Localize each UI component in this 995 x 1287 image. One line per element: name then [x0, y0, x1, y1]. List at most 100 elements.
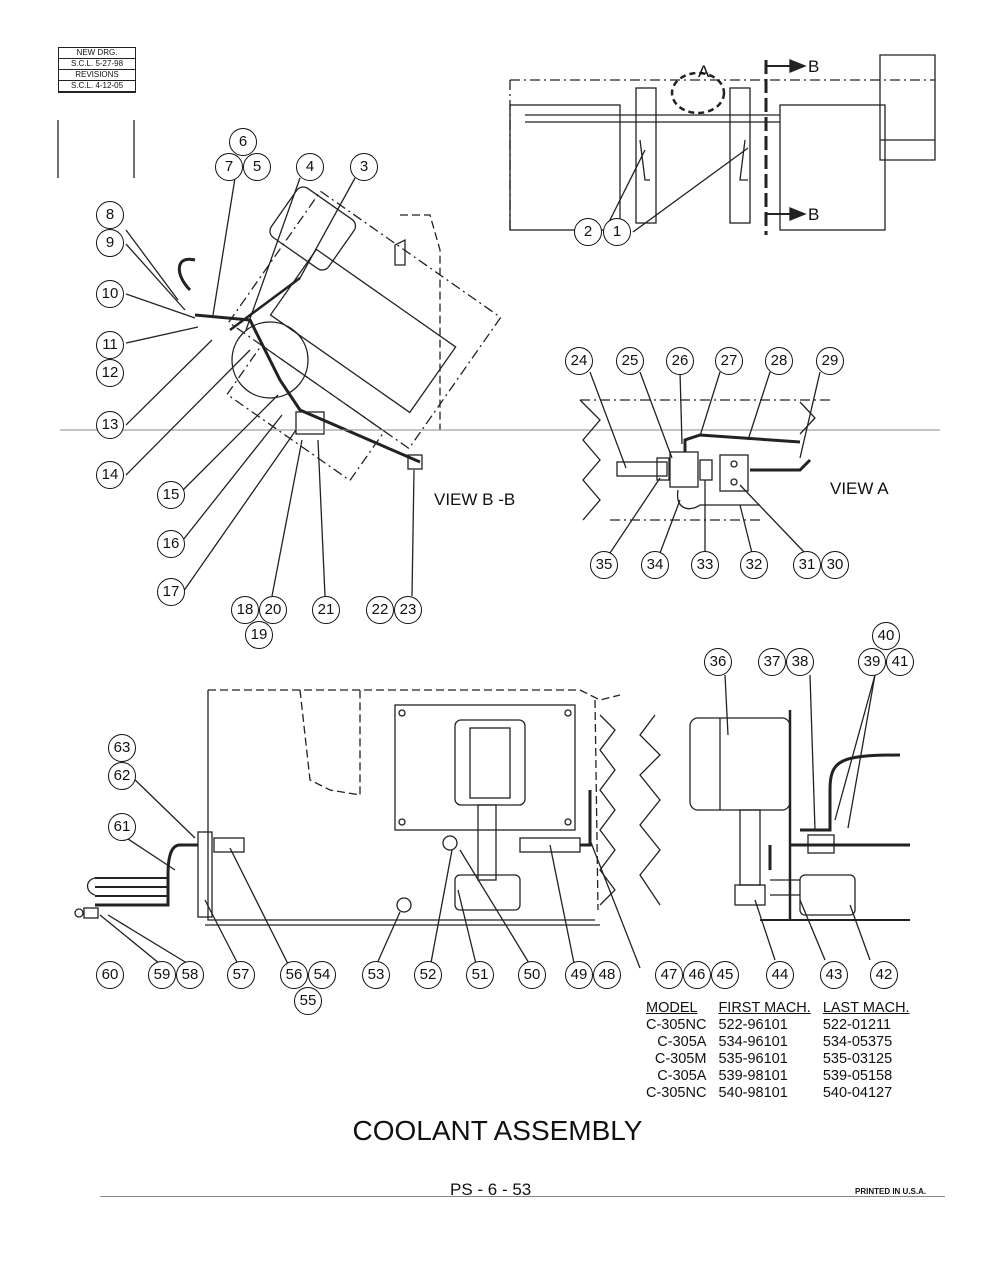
callout-3: 3: [350, 153, 378, 181]
revision-row: REVISIONS: [59, 70, 135, 81]
page-number: PS - 6 - 53: [450, 1180, 532, 1199]
view-bb-label: VIEW B -B: [434, 490, 516, 509]
revision-row: NEW DRG.: [59, 48, 135, 59]
callout-23: 23: [394, 596, 422, 624]
callout-40: 40: [872, 622, 900, 650]
callout-20: 20: [259, 596, 287, 624]
footer-divider: [100, 1196, 945, 1197]
revision-block: NEW DRG. S.C.L. 5-27-98 REVISIONS S.C.L.…: [58, 47, 136, 93]
model-table-header: LAST MACH.: [822, 1000, 910, 1016]
callout-18: 18: [231, 596, 259, 624]
callout-57: 57: [227, 961, 255, 989]
section-a-label: A: [698, 62, 710, 81]
model-cell: C-305A: [657, 1068, 707, 1084]
view-a-label: VIEW A: [830, 479, 889, 498]
callout-12: 12: [96, 359, 124, 387]
callout-50: 50: [518, 961, 546, 989]
callout-58: 58: [176, 961, 204, 989]
printed-note: PRINTED IN U.S.A.: [855, 1187, 927, 1196]
callout-46: 46: [683, 961, 711, 989]
last-mach-cell: 535-03125: [822, 1051, 893, 1067]
callout-41: 41: [886, 648, 914, 676]
callout-38: 38: [786, 648, 814, 676]
callout-16: 16: [157, 530, 185, 558]
last-mach-cell: 534-05375: [822, 1034, 893, 1050]
last-mach-cell: 522-01211: [822, 1017, 892, 1033]
callout-9: 9: [96, 229, 124, 257]
callout-47: 47: [655, 961, 683, 989]
callout-11: 11: [96, 331, 124, 359]
page-title: COOLANT ASSEMBLY: [352, 1115, 643, 1146]
callout-33: 33: [691, 551, 719, 579]
revision-row: S.C.L. 5-27-98: [59, 59, 135, 70]
callout-48: 48: [593, 961, 621, 989]
callout-59: 59: [148, 961, 176, 989]
table-row: C-305M 535-96101 535-03125: [640, 1051, 916, 1068]
callout-42: 42: [870, 961, 898, 989]
first-mach-cell: 534-96101: [718, 1034, 788, 1050]
callout-37: 37: [758, 648, 786, 676]
callout-56: 56: [280, 961, 308, 989]
model-cell: C-305NC: [646, 1017, 707, 1033]
callout-6: 6: [229, 128, 257, 156]
model-cell: C-305A: [657, 1034, 707, 1050]
table-row: C-305NC 540-98101 540-04127: [640, 1085, 916, 1102]
callout-19: 19: [245, 621, 273, 649]
callout-63: 63: [108, 734, 136, 762]
callout-39: 39: [858, 648, 886, 676]
callout-32: 32: [740, 551, 768, 579]
model-cell: C-305M: [654, 1051, 707, 1067]
section-b-top-label: B: [808, 57, 820, 76]
first-mach-cell: 540-98101: [718, 1085, 788, 1101]
callout-5: 5: [243, 153, 271, 181]
callout-17: 17: [157, 578, 185, 606]
revision-row: S.C.L. 4-12-05: [59, 81, 135, 92]
callout-22: 22: [366, 596, 394, 624]
callout-36: 36: [704, 648, 732, 676]
callout-8: 8: [96, 201, 124, 229]
model-table: MODEL FIRST MACH. LAST MACH. C-305NC 522…: [640, 1000, 916, 1102]
callout-55: 55: [294, 987, 322, 1015]
first-mach-cell: 535-96101: [718, 1051, 788, 1067]
callout-10: 10: [96, 280, 124, 308]
callout-30: 30: [821, 551, 849, 579]
callout-14: 14: [96, 461, 124, 489]
last-mach-cell: 540-04127: [822, 1085, 893, 1101]
callout-25: 25: [616, 347, 644, 375]
first-mach-cell: 522-96101: [718, 1017, 788, 1033]
callout-31: 31: [793, 551, 821, 579]
callout-28: 28: [765, 347, 793, 375]
callout-1: 1: [603, 218, 631, 246]
model-cell: C-305NC: [646, 1085, 707, 1101]
callout-35: 35: [590, 551, 618, 579]
section-b-bottom-label: B: [808, 205, 820, 224]
callout-51: 51: [466, 961, 494, 989]
callout-61: 61: [108, 813, 136, 841]
callout-15: 15: [157, 481, 185, 509]
callout-52: 52: [414, 961, 442, 989]
callout-53: 53: [362, 961, 390, 989]
table-row: C-305A 534-96101 534-05375: [640, 1034, 916, 1051]
callout-2: 2: [574, 218, 602, 246]
model-table-header: FIRST MACH.: [718, 1000, 811, 1016]
last-mach-cell: 539-05158: [822, 1068, 893, 1084]
callout-26: 26: [666, 347, 694, 375]
callout-24: 24: [565, 347, 593, 375]
callout-60: 60: [96, 961, 124, 989]
callout-21: 21: [312, 596, 340, 624]
callout-49: 49: [565, 961, 593, 989]
table-row: C-305NC 522-96101 522-01211: [640, 1017, 916, 1034]
table-row: C-305A 539-98101 539-05158: [640, 1068, 916, 1085]
callout-13: 13: [96, 411, 124, 439]
callout-29: 29: [816, 347, 844, 375]
model-table-header: MODEL: [646, 1000, 698, 1016]
callout-27: 27: [715, 347, 743, 375]
callout-4: 4: [296, 153, 324, 181]
callout-62: 62: [108, 762, 136, 790]
callout-7: 7: [215, 153, 243, 181]
callout-44: 44: [766, 961, 794, 989]
callout-43: 43: [820, 961, 848, 989]
callout-54: 54: [308, 961, 336, 989]
callout-34: 34: [641, 551, 669, 579]
